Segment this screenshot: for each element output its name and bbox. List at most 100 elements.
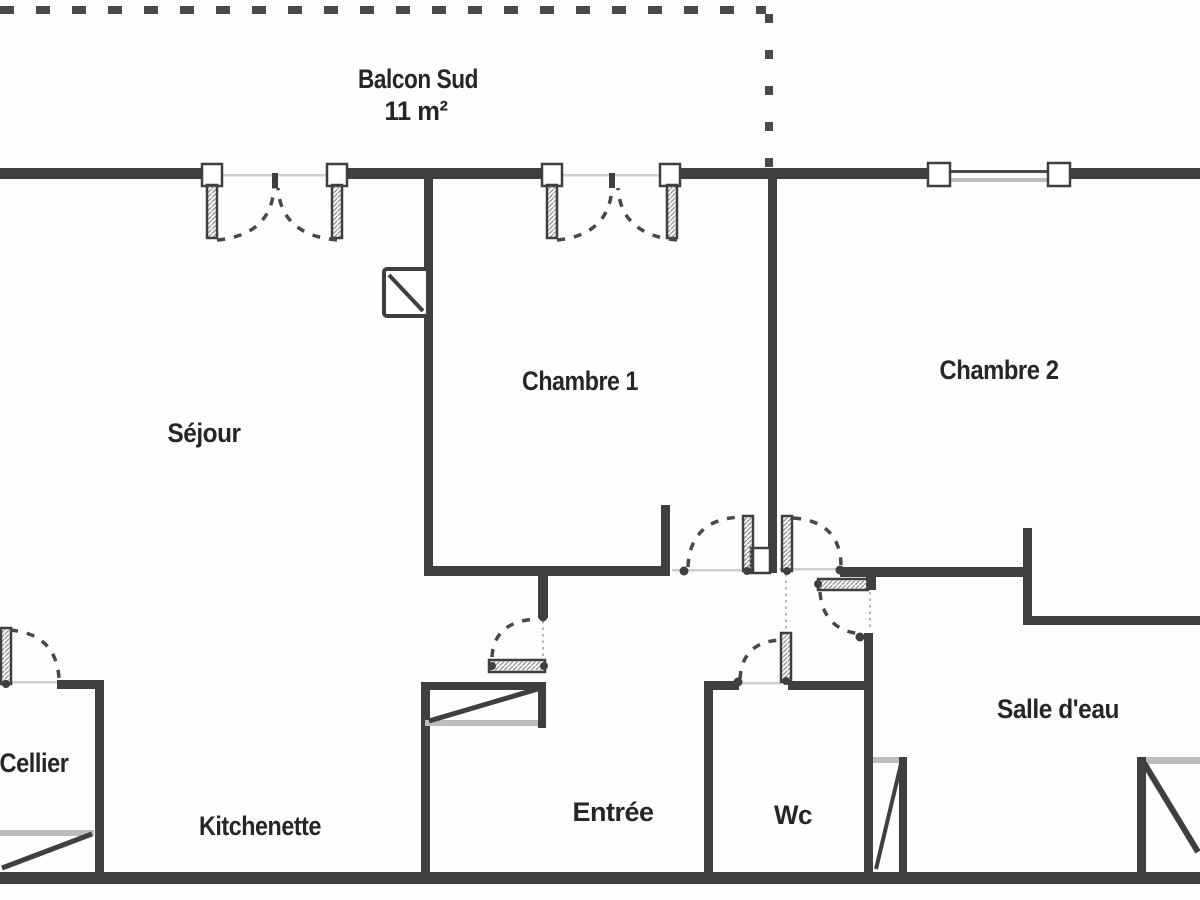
wall-cellier-right: [95, 680, 104, 880]
window-glazing-line: [950, 170, 1048, 173]
door-leaf: [330, 183, 344, 240]
wall-stub-chambre1: [661, 505, 670, 570]
appliance-diagonal: [1, 831, 93, 871]
appliance-cellier: [0, 830, 94, 871]
door-chambre2: [780, 514, 845, 575]
shower-diagonal: [1141, 761, 1200, 854]
balcony-area-label: 11 m²: [385, 96, 448, 126]
door-meeting-stile: [609, 173, 615, 188]
door-salle-deau: [814, 577, 870, 642]
swing-arc: [216, 187, 276, 242]
room-label-chambre1: Chambre 1: [522, 366, 638, 396]
window-chambre2: [926, 161, 1072, 188]
threshold-line: [12, 681, 57, 684]
door-leaf: [0, 626, 13, 686]
counter-top-edge: [425, 682, 546, 690]
hinge-dot: [782, 677, 790, 685]
hinge-dot: [814, 580, 822, 588]
room-label-cellier: Cellier: [0, 748, 69, 778]
wall-wc-top-left: [704, 681, 739, 690]
counter-right-edge: [538, 690, 546, 728]
door-wc: [733, 631, 793, 687]
hinge-dot: [783, 567, 791, 575]
kitchen-counter: [425, 682, 546, 728]
door-post: [200, 162, 224, 188]
swing-arc: [490, 617, 538, 658]
duct-diagonal: [874, 763, 903, 870]
counter-diagonal: [428, 685, 542, 724]
french-door-chambre1: [540, 162, 682, 242]
room-label-kitchenette: Kitchenette: [199, 811, 321, 841]
wall-wc-right: [864, 633, 873, 880]
shower: [1137, 757, 1200, 882]
wall-bottom: [0, 872, 1200, 884]
wall-chambre1-chambre2: [768, 175, 777, 573]
swing-arc: [276, 187, 338, 242]
hinge-dot: [538, 612, 548, 622]
shower-top-edge: [1146, 757, 1200, 764]
door-chambre1: [679, 514, 772, 576]
hinge-dot: [2, 680, 10, 688]
door-leaf: [780, 514, 794, 573]
wall-salle-deau-top-right: [1027, 616, 1200, 625]
hinge-dot: [743, 567, 751, 575]
wall-chambre1-bottom: [424, 566, 670, 576]
shower-left-edge: [1137, 757, 1146, 882]
swing-arc: [9, 628, 61, 679]
room-label-entree: Entrée: [573, 797, 654, 827]
radiator-diagonal: [387, 273, 425, 313]
swing-arc: [686, 515, 742, 568]
french-door-sejour: [200, 162, 349, 242]
door-leaf: [779, 631, 793, 684]
hinge-dot: [488, 662, 496, 670]
swing-arc: [792, 516, 843, 566]
threshold-line: [741, 682, 781, 685]
hinge-dot: [679, 566, 689, 576]
door-leaf: [487, 658, 547, 674]
balcony-label: Balcon Sud: [358, 64, 478, 94]
swing-arc: [738, 638, 783, 680]
door-kitchenette: [487, 612, 548, 674]
thresholds: [12, 568, 871, 685]
door-meeting-stile: [272, 173, 278, 188]
wall-step-vertical: [1023, 528, 1032, 625]
wall-kitchenette-entree: [421, 682, 430, 880]
door-post: [540, 162, 564, 188]
wall-corner-block: [866, 567, 876, 590]
hinge-dot: [540, 662, 548, 670]
radiator: [382, 267, 430, 318]
door-leaf: [205, 183, 219, 240]
room-label-wc: Wc: [774, 800, 812, 830]
threshold-line: [672, 569, 741, 572]
threshold-line: [779, 568, 838, 571]
window-post: [1046, 161, 1072, 188]
duct-right-edge: [899, 757, 907, 879]
duct-top-edge: [873, 757, 901, 763]
wall-wc-left: [704, 681, 713, 880]
labels: Balcon Sud 11 m² Séjour Chambre 1 Chambr…: [0, 64, 1120, 841]
balcony-boundary: [0, 6, 773, 168]
appliance-top-edge: [0, 830, 94, 836]
door-cellier: [0, 626, 61, 688]
door-post: [658, 162, 682, 188]
hinge-dot: [855, 632, 865, 642]
hinge-dot: [733, 677, 743, 687]
window-sill-line: [950, 178, 1048, 182]
window-post: [926, 161, 952, 188]
room-label-sejour: Séjour: [168, 418, 242, 448]
swing-arc: [818, 591, 862, 636]
swing-arc: [556, 187, 614, 242]
door-leaf: [665, 183, 679, 240]
door-leaf: [741, 514, 755, 573]
wall-stub-kitchenette: [538, 572, 548, 618]
room-label-chambre2: Chambre 2: [940, 355, 1059, 385]
wall-wc-top-right: [788, 681, 868, 690]
counter-bottom-edge: [425, 720, 538, 726]
technical-duct: [873, 757, 907, 879]
wall-chambre2-bottom: [840, 567, 1023, 577]
door-leaf: [816, 577, 870, 592]
hinge-dot: [835, 565, 845, 575]
interior-walls: [0, 175, 1200, 884]
door-leaf: [545, 183, 559, 240]
